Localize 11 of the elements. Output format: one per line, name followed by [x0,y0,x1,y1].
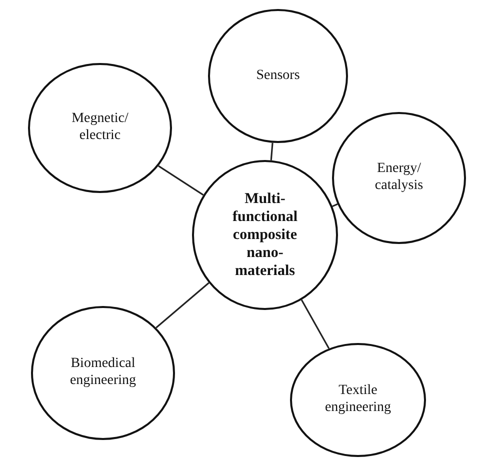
topic-text: Biomedical engineering [68,356,138,390]
connector-line [158,165,204,196]
connector-line [156,282,210,328]
topic-text: Textile engineering [324,383,392,417]
topic-text: Sensors [256,68,300,84]
topic-text: Energy/ catalysis [374,161,424,195]
connector-line [300,300,330,349]
central-topic-text: Multi-functional composite nano-materials [231,190,298,280]
connector-line [270,142,274,160]
topic-text: Megnetic/ electric [70,111,130,145]
connector-line [332,203,338,208]
